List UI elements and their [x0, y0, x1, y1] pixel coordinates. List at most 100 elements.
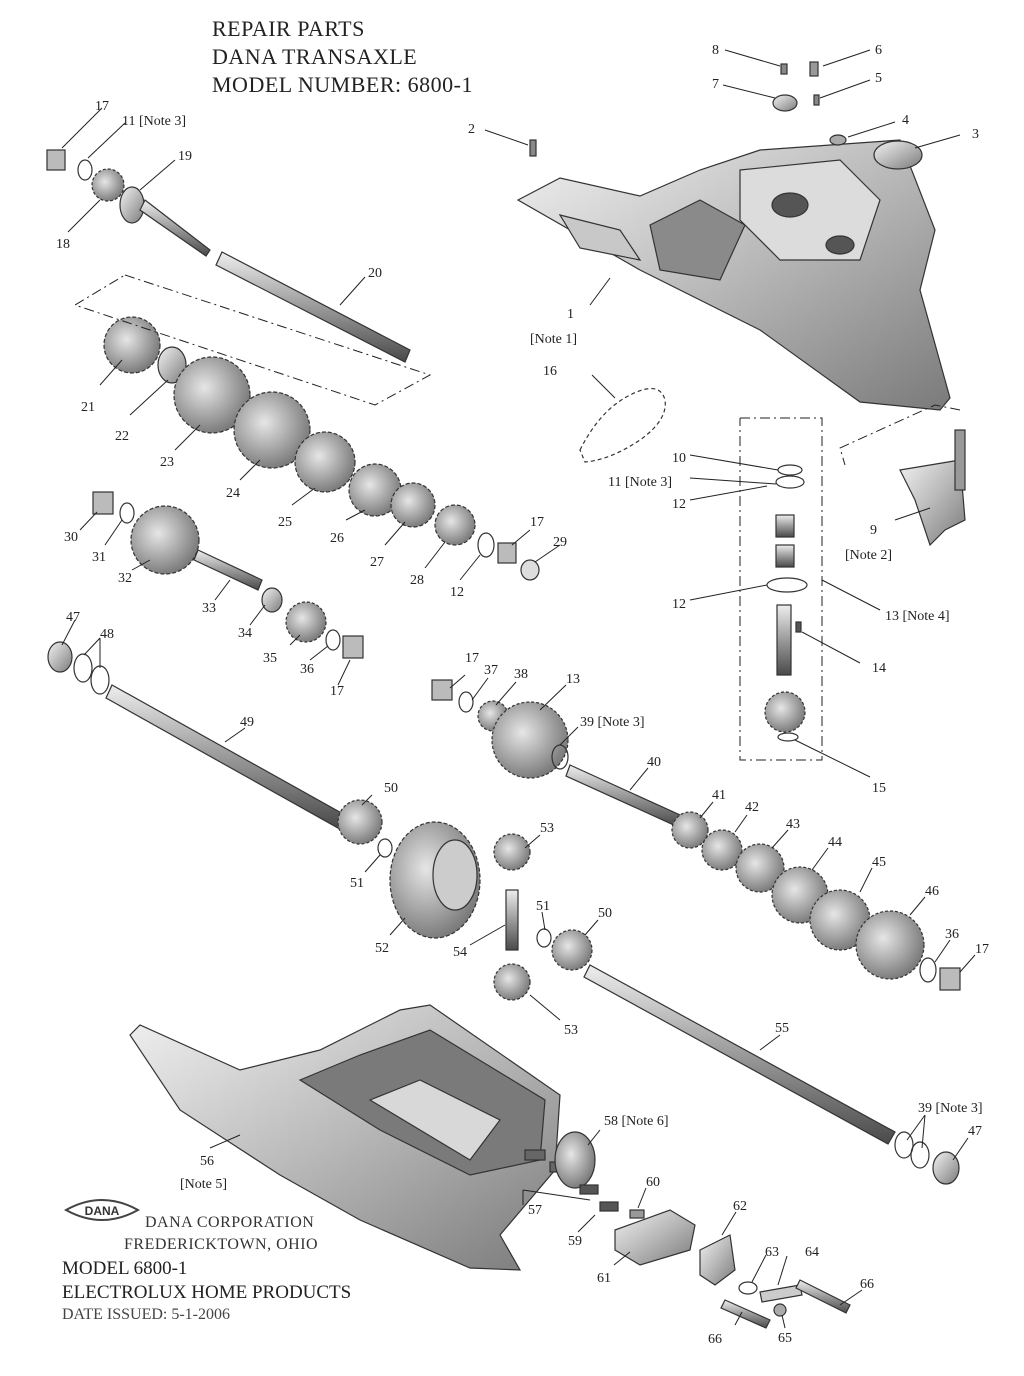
callout-31: 31 — [92, 550, 106, 565]
callout-10: 10 — [672, 451, 686, 466]
callout-59: 59 — [568, 1234, 582, 1249]
brake-parts-group — [524, 1131, 851, 1329]
callout-57: 57 — [528, 1203, 542, 1218]
output-gear-group — [565, 764, 961, 991]
callout-7: 7 — [712, 77, 719, 92]
bolt — [529, 139, 537, 157]
differential-group — [389, 821, 960, 1185]
callout-53a: 53 — [540, 821, 554, 836]
callout-6: 6 — [875, 43, 882, 58]
title-line-1: REPAIR PARTS — [212, 16, 365, 41]
callout-19: 19 — [178, 149, 192, 164]
callout-61: 61 — [597, 1271, 611, 1286]
left-axle-group — [47, 641, 393, 858]
callout-9: 9 — [870, 523, 877, 538]
callout-51a: 51 — [350, 876, 364, 891]
callout-5: 5 — [875, 71, 882, 86]
callout-43: 43 — [786, 817, 800, 832]
callout-4: 4 — [902, 113, 909, 128]
callout-38: 38 — [514, 667, 528, 682]
callout-45: 45 — [872, 855, 886, 870]
callout-29: 29 — [553, 535, 567, 550]
callout-46: 46 — [925, 884, 939, 899]
dana-logo: DANA — [64, 1199, 140, 1221]
callout-37: 37 — [484, 663, 498, 678]
callout-12c: 12 — [450, 585, 464, 600]
svg-text:DANA: DANA — [85, 1204, 120, 1218]
callout-17a: 17 — [95, 99, 109, 114]
corp-name: DANA CORPORATION — [145, 1214, 315, 1231]
callout-39b: 39 [Note 3] — [918, 1101, 983, 1116]
washer — [829, 134, 847, 146]
footer-company: ELECTROLUX HOME PRODUCTS — [62, 1282, 352, 1303]
callout-1-note: [Note 1] — [530, 332, 577, 347]
callout-17e: 17 — [975, 942, 989, 957]
callout-12b: 12 — [672, 597, 686, 612]
callout-51b: 51 — [536, 899, 550, 914]
callout-35: 35 — [263, 651, 277, 666]
callout-49: 49 — [240, 715, 254, 730]
callout-26: 26 — [330, 531, 344, 546]
drive-shaft-group — [46, 149, 411, 363]
callout-41: 41 — [712, 788, 726, 803]
callout-60: 60 — [646, 1175, 660, 1190]
callout-52: 52 — [375, 941, 389, 956]
callout-23: 23 — [160, 455, 174, 470]
callout-2: 2 — [468, 122, 475, 137]
callout-32: 32 — [118, 571, 132, 586]
gear-stack-upper — [103, 316, 540, 581]
callout-65: 65 — [778, 1331, 792, 1346]
callout-labels: 1 [Note 1] 2 3 4 5 6 7 8 9 [Note 2] 10 1… — [56, 43, 989, 1347]
callout-48: 48 — [100, 627, 114, 642]
callout-13: 13 — [566, 672, 580, 687]
callout-47b: 47 — [968, 1124, 982, 1139]
callout-25: 25 — [278, 515, 292, 530]
callout-47a: 47 — [66, 610, 80, 625]
screw — [780, 63, 788, 75]
leader-lines — [61, 49, 976, 1329]
callout-13-note: 13 [Note 4] — [885, 609, 950, 624]
callout-55: 55 — [775, 1021, 789, 1036]
footer-model: MODEL 6800-1 — [62, 1258, 188, 1279]
callout-36a: 36 — [300, 662, 314, 677]
callout-30: 30 — [64, 530, 78, 545]
callout-58-note: 58 [Note 6] — [604, 1114, 669, 1129]
callout-56-note: [Note 5] — [180, 1177, 227, 1192]
countershaft-group — [92, 491, 364, 659]
lower-housing — [129, 1004, 561, 1271]
callout-50a: 50 — [384, 781, 398, 796]
callout-14: 14 — [872, 661, 886, 676]
callout-50b: 50 — [598, 906, 612, 921]
title-line-2: DANA TRANSAXLE — [212, 44, 418, 69]
callout-44: 44 — [828, 835, 842, 850]
callout-8: 8 — [712, 43, 719, 58]
idler-group — [431, 679, 569, 779]
callout-22: 22 — [115, 429, 129, 444]
callout-66a: 66 — [860, 1277, 874, 1292]
callout-20: 20 — [368, 266, 382, 281]
callout-66b: 66 — [708, 1332, 722, 1347]
corp-city: FREDERICKTOWN, OHIO — [124, 1236, 319, 1253]
callout-36b: 36 — [945, 927, 959, 942]
cap-plug — [873, 140, 923, 170]
callout-24: 24 — [226, 486, 240, 501]
callout-39a: 39 [Note 3] — [580, 715, 645, 730]
brake-shaft-assembly — [764, 464, 808, 742]
callout-17d: 17 — [465, 651, 479, 666]
callout-15: 15 — [872, 781, 886, 796]
callout-11b: 11 [Note 3] — [608, 475, 672, 490]
callout-17b: 17 — [530, 515, 544, 530]
callout-40: 40 — [647, 755, 661, 770]
callout-53b: 53 — [564, 1023, 578, 1038]
callout-64: 64 — [805, 1245, 819, 1260]
spring — [809, 61, 819, 77]
callout-18: 18 — [56, 237, 70, 252]
upper-housing — [516, 139, 951, 411]
callout-11a: 11 [Note 3] — [122, 114, 186, 129]
callout-63: 63 — [765, 1245, 779, 1260]
assembly-brackets — [73, 274, 961, 761]
callout-16: 16 — [543, 364, 557, 379]
callout-9-note: [Note 2] — [845, 548, 892, 563]
pin — [813, 94, 820, 106]
